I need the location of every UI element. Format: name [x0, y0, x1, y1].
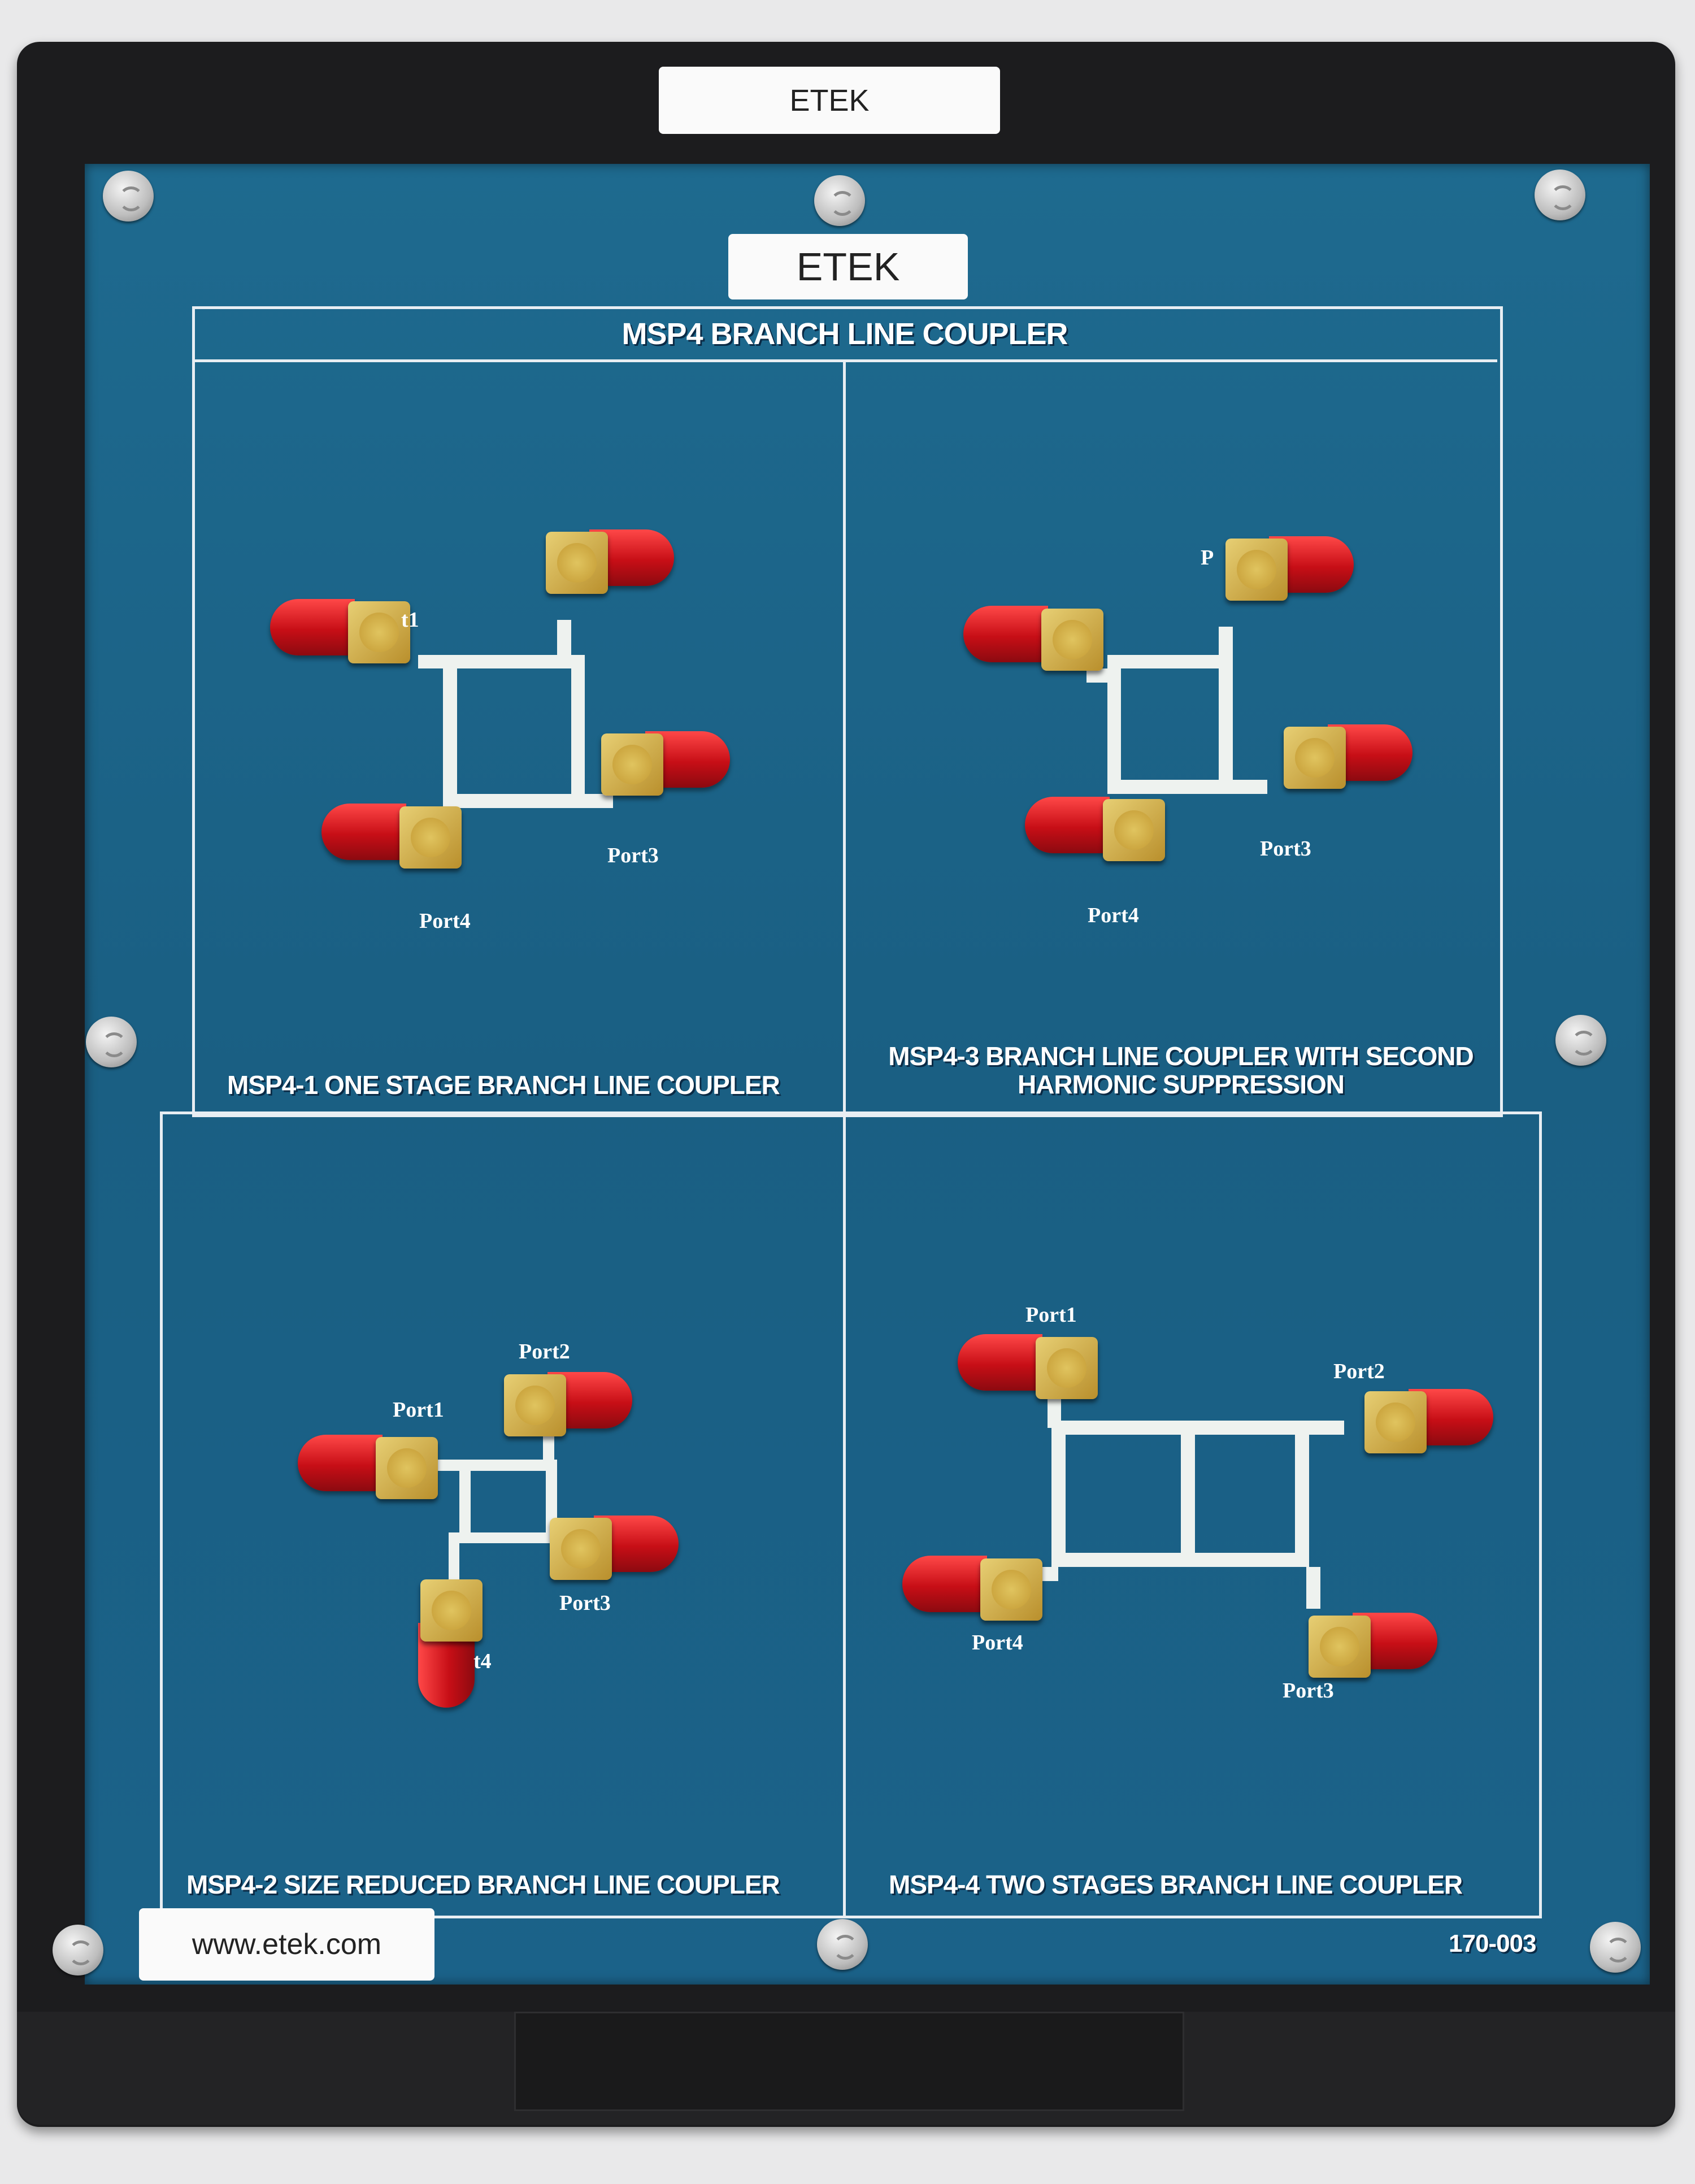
- port-label: Port4: [972, 1631, 1023, 1655]
- screw-icon: [817, 1919, 868, 1970]
- sma-connector: [545, 532, 608, 594]
- blue-panel: [85, 164, 1650, 1985]
- microstrip-trace: [1051, 1553, 1310, 1568]
- connector-cap: [297, 1434, 383, 1491]
- port-label: Port1: [1025, 1303, 1077, 1327]
- port-label: Port3: [1283, 1679, 1334, 1703]
- microstrip-trace: [442, 794, 585, 808]
- caption-msp4-3-line2: HARMONIC SUPPRESSION: [1017, 1070, 1345, 1099]
- microstrip-trace: [418, 654, 446, 669]
- panel-label: ETEK: [728, 234, 968, 299]
- model-number: 170-003: [1449, 1930, 1536, 1957]
- sma-connector: [550, 1518, 612, 1581]
- screw-icon: [52, 1924, 103, 1975]
- screw-icon: [1534, 169, 1585, 220]
- screw-icon: [1555, 1015, 1606, 1066]
- connector-cap: [963, 606, 1049, 663]
- sma-connector: [1364, 1391, 1427, 1453]
- sma-connector: [980, 1558, 1042, 1621]
- sma-connector: [399, 806, 462, 869]
- microstrip-trace: [432, 1460, 467, 1471]
- connector-cap: [902, 1556, 987, 1613]
- microstrip-trace: [448, 1532, 460, 1588]
- microstrip-trace: [459, 1532, 557, 1544]
- sma-connector: [601, 733, 664, 796]
- port-label: Port4: [419, 909, 471, 933]
- microstrip-trace: [585, 794, 613, 808]
- microstrip-trace: [571, 654, 585, 808]
- port-label: Port2: [1333, 1360, 1385, 1383]
- screw-icon: [814, 175, 866, 226]
- microstrip-trace: [1306, 1567, 1320, 1609]
- sma-connector: [1041, 608, 1104, 671]
- sma-connector: [1309, 1615, 1371, 1678]
- microstrip-trace: [459, 1460, 471, 1544]
- microstrip-trace: [1107, 780, 1233, 794]
- sma-connector: [1284, 727, 1346, 789]
- screw-icon: [102, 171, 154, 222]
- sma-connector: [375, 1437, 438, 1500]
- microstrip-trace: [1086, 668, 1114, 683]
- microstrip-trace: [1218, 627, 1233, 662]
- sma-connector: [1225, 539, 1288, 601]
- microstrip-trace: [1051, 1421, 1066, 1568]
- microstrip-trace: [442, 654, 457, 808]
- board-title: MSP4 BRANCH LINE COUPLER: [621, 317, 1068, 351]
- port-label: Port3: [559, 1591, 611, 1615]
- caption-msp4-1: MSP4-1 ONE STAGE BRANCH LINE COUPLER: [227, 1070, 780, 1100]
- port-label: P: [1201, 546, 1214, 570]
- sma-connector: [1036, 1336, 1098, 1399]
- caption-msp4-2: MSP4-2 SIZE REDUCED BRANCH LINE COUPLER: [186, 1870, 780, 1899]
- port-label: Port3: [607, 844, 659, 867]
- caption-msp4-3-line1: MSP4-3 BRANCH LINE COUPLER WITH SECOND: [888, 1041, 1474, 1071]
- vertical-divider: [843, 362, 846, 1916]
- connector-cap: [1024, 796, 1110, 853]
- port-label: Port2: [519, 1340, 570, 1364]
- sma-connector: [503, 1374, 566, 1437]
- sma-connector: [1102, 799, 1165, 862]
- microstrip-trace: [459, 1460, 557, 1471]
- microstrip-trace: [557, 619, 571, 662]
- microstrip-trace: [1051, 1421, 1310, 1435]
- microstrip-trace: [1181, 1421, 1195, 1568]
- microstrip-trace: [1295, 1421, 1310, 1568]
- screw-icon: [1590, 1921, 1641, 1973]
- microstrip-trace: [1302, 1421, 1344, 1435]
- top-section-border: [192, 306, 1503, 1117]
- frame-label: ETEK: [659, 67, 1000, 134]
- connector-cap: [321, 804, 406, 861]
- screw-icon: [86, 1016, 137, 1067]
- microstrip-trace: [543, 1432, 555, 1467]
- sma-connector: [347, 601, 410, 664]
- sma-connector: [420, 1579, 483, 1642]
- connector-cap: [270, 598, 355, 655]
- port-label: Port4: [1088, 904, 1139, 927]
- port-label: t1: [401, 608, 419, 632]
- caption-msp4-4: MSP4-4 TWO STAGES BRANCH LINE COUPLER: [889, 1870, 1463, 1899]
- port-label: Port1: [393, 1398, 444, 1422]
- title-divider: [195, 359, 1497, 362]
- bottom-section-border: [160, 1111, 1542, 1918]
- port-label: Port3: [1260, 837, 1311, 861]
- website-label: www.etek.com: [139, 1908, 434, 1981]
- connector-cap: [958, 1334, 1043, 1391]
- port-label: t4: [473, 1649, 492, 1673]
- microstrip-trace: [1218, 654, 1233, 794]
- microstrip-trace: [1232, 780, 1268, 794]
- microstrip-trace: [1107, 654, 1233, 669]
- tray-slot: [514, 2012, 1184, 2111]
